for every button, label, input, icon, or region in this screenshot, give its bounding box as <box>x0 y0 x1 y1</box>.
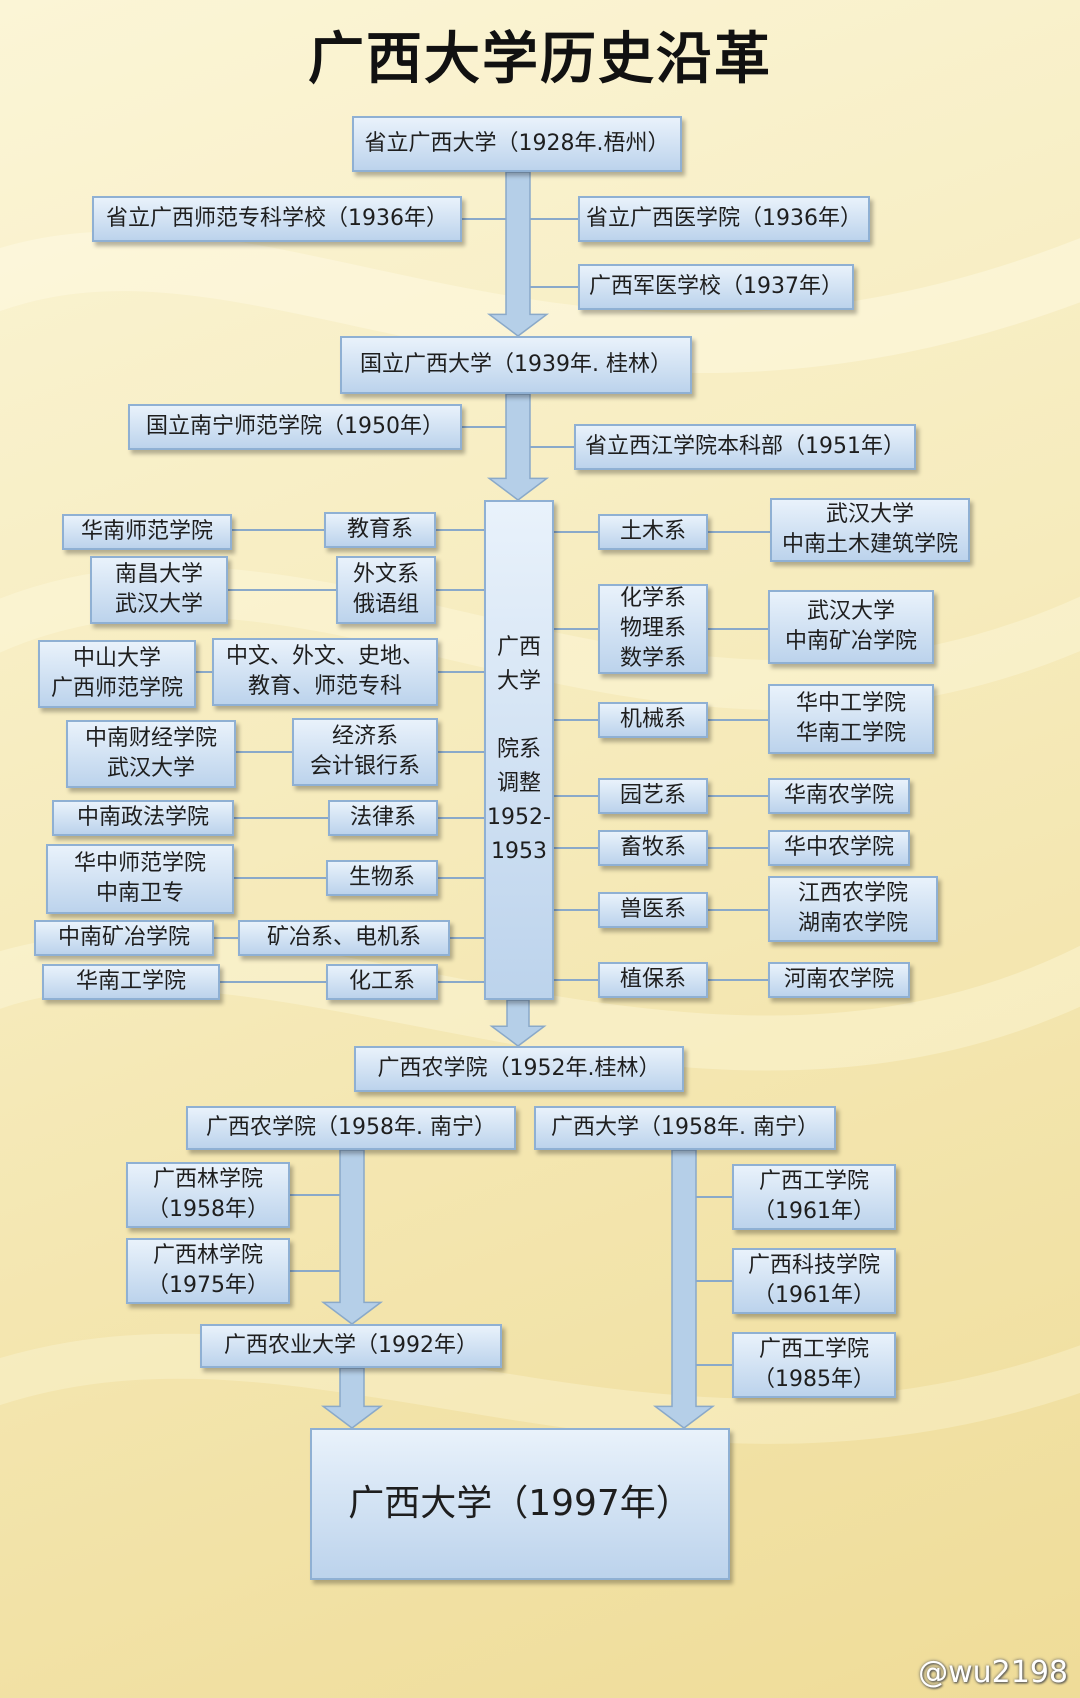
box-gongxueyuan-1961: 广西工学院 （1961年） <box>732 1164 896 1230</box>
dept-huaxue-wuli-shuxue: 化学系 物理系 数学系 <box>598 584 708 674</box>
box-yuanxi-tiaozheng: 广西 大学 院系 调整 1952- 1953 <box>484 500 554 1000</box>
arrow-center-to-1952 <box>489 999 547 1047</box>
box-sheng-guangxi-daxue-1928: 省立广西大学（1928年.梧州） <box>352 116 682 172</box>
dest-henan-nongxue: 河南农学院 <box>768 962 910 998</box>
arrow-1939-to-center <box>486 393 550 501</box>
box-guangxi-daxue-1958: 广西大学（1958年. 南宁） <box>534 1106 836 1150</box>
dest-huazhong-shifan: 华中师范学院 中南卫专 <box>46 844 234 914</box>
arrow-daxue-to-1997 <box>652 1149 716 1429</box>
dept-kuangye-dianji: 矿冶系、电机系 <box>238 920 450 956</box>
arrow-1928-to-1939 <box>486 171 550 337</box>
dest-wuhan-tumu: 武汉大学 中南土木建筑学院 <box>770 498 970 562</box>
box-junyi-xuexiao-1937: 广西军医学校（1937年） <box>578 264 854 310</box>
box-linxueyuan-1975: 广西林学院 （1975年） <box>126 1238 290 1304</box>
box-nongye-daxue-1992: 广西农业大学（1992年） <box>200 1324 502 1368</box>
page-title: 广西大学历史沿革 <box>308 27 772 92</box>
box-xijiang-xueyuan-1951: 省立西江学院本科部（1951年） <box>574 424 916 470</box>
box-keji-xueyuan-1961: 广西科技学院 （1961年） <box>732 1248 896 1314</box>
dept-jixie: 机械系 <box>598 702 708 738</box>
dest-huazhong-nongxue: 华中农学院 <box>768 830 910 866</box>
dest-zhongnan-zhengfa: 中南政法学院 <box>52 800 234 836</box>
dept-falv: 法律系 <box>328 800 438 836</box>
dept-zhongwen-group: 中文、外文、史地、 教育、师范专科 <box>212 638 438 706</box>
dept-shouyi: 兽医系 <box>598 892 708 928</box>
box-linxueyuan-1958: 广西林学院 （1958年） <box>126 1162 290 1228</box>
box-guoli-guangxi-daxue-1939: 国立广西大学（1939年. 桂林） <box>340 336 692 394</box>
dept-xumu: 畜牧系 <box>598 830 708 866</box>
dest-huanan-nongxue: 华南农学院 <box>768 778 910 814</box>
dest-jiangxi-hunan-nongxue: 江西农学院 湖南农学院 <box>768 876 938 942</box>
dest-zhongshan-guangxi-shifan: 中山大学 广西师范学院 <box>38 640 196 708</box>
dept-shengwu: 生物系 <box>326 860 438 896</box>
arrow-1992-to-1997 <box>320 1367 384 1429</box>
dest-huanan-gongxue: 华南工学院 <box>42 964 220 1000</box>
dest-wuhan-kuangye: 武汉大学 中南矿冶学院 <box>768 590 934 664</box>
box-guangxi-daxue-1997: 广西大学（1997年） <box>310 1428 730 1580</box>
box-gongxueyuan-1985: 广西工学院 （1985年） <box>732 1332 896 1398</box>
dest-nanchang-wuhan: 南昌大学 武汉大学 <box>90 556 228 624</box>
dept-yuanyi: 园艺系 <box>598 778 708 814</box>
box-nongxueyuan-1958: 广西农学院（1958年. 南宁） <box>186 1106 516 1150</box>
dept-tumu: 土木系 <box>598 514 708 550</box>
dept-jingji: 经济系 会计银行系 <box>292 718 438 786</box>
dept-jiaoyu: 教育系 <box>324 512 436 548</box>
watermark: @wu2198 <box>918 1655 1068 1690</box>
dept-huagong: 化工系 <box>326 964 438 1000</box>
dest-zhongnan-kuangye: 中南矿冶学院 <box>34 920 214 956</box>
box-nanning-shifan-1950: 国立南宁师范学院（1950年） <box>128 404 462 450</box>
dest-huazhong-huanan-gongxue: 华中工学院 华南工学院 <box>768 684 934 754</box>
dest-huanan-shifan: 华南师范学院 <box>62 514 232 550</box>
box-nongxueyuan-1952: 广西农学院（1952年.桂林） <box>354 1046 684 1092</box>
arrow-1958-to-1992 <box>320 1149 384 1325</box>
dest-zhongnan-caijing-wuhan: 中南财经学院 武汉大学 <box>66 720 236 788</box>
dept-waiwen: 外文系 俄语组 <box>336 556 436 624</box>
dept-zhibao: 植保系 <box>598 962 708 998</box>
box-shifan-zhuanke-1936: 省立广西师范专科学校（1936年） <box>92 196 462 242</box>
box-yixueyuan-1936: 省立广西医学院（1936年） <box>578 196 870 242</box>
